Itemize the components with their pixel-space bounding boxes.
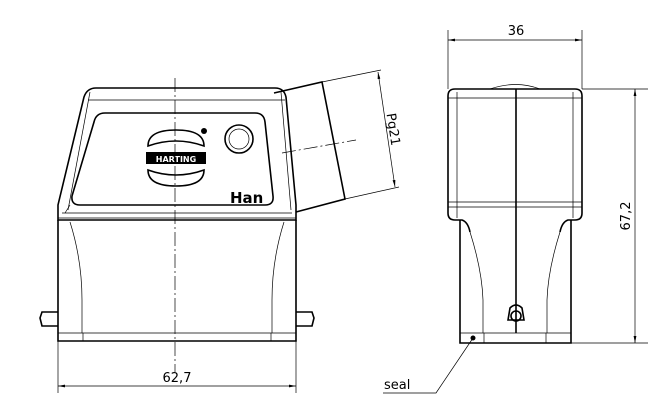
gland-centerline [281, 139, 357, 154]
hood-inner-edges [67, 91, 292, 211]
seal-leader [383, 337, 474, 394]
pg21-dimension-label: Pg21 [382, 112, 402, 147]
base-lines [58, 332, 296, 341]
width-extension-lines [57, 341, 297, 393]
width-dimension-label: 62,7 [163, 371, 192, 386]
gland-extension-lines [321, 69, 400, 200]
top-dome [489, 84, 541, 90]
locking-pin [507, 304, 525, 321]
height-dimension-label: 67,2 [619, 202, 634, 231]
indicator-circle-inner [228, 128, 250, 150]
indicator-circle-outer [224, 124, 254, 154]
han-label: Han [230, 189, 263, 207]
side-contour-lines [469, 231, 561, 333]
side-width-dimension-label: 36 [508, 24, 525, 39]
logo-plate [71, 112, 274, 206]
side-upper-outline [447, 88, 583, 233]
hood-edge-lines [58, 99, 296, 219]
logo-text: HARTING [156, 155, 196, 164]
locking-tab-left [39, 311, 58, 327]
cable-gland [273, 81, 346, 213]
side-edge-lines [448, 92, 582, 218]
front-view: HARTING Han Pg21 62,7 [39, 69, 402, 393]
side-lower-outline [459, 220, 572, 344]
side-base-lines [460, 332, 571, 343]
harting-logo: HARTING [146, 128, 207, 187]
locking-pin-hole [510, 310, 522, 322]
body-contour-lines [69, 221, 285, 333]
pg21-dimension-line [377, 71, 396, 188]
locking-tab-right [296, 311, 315, 327]
lower-body-outline [57, 220, 297, 342]
seal-label: seal [384, 378, 410, 393]
side-view: seal 36 67,2 [383, 24, 648, 394]
